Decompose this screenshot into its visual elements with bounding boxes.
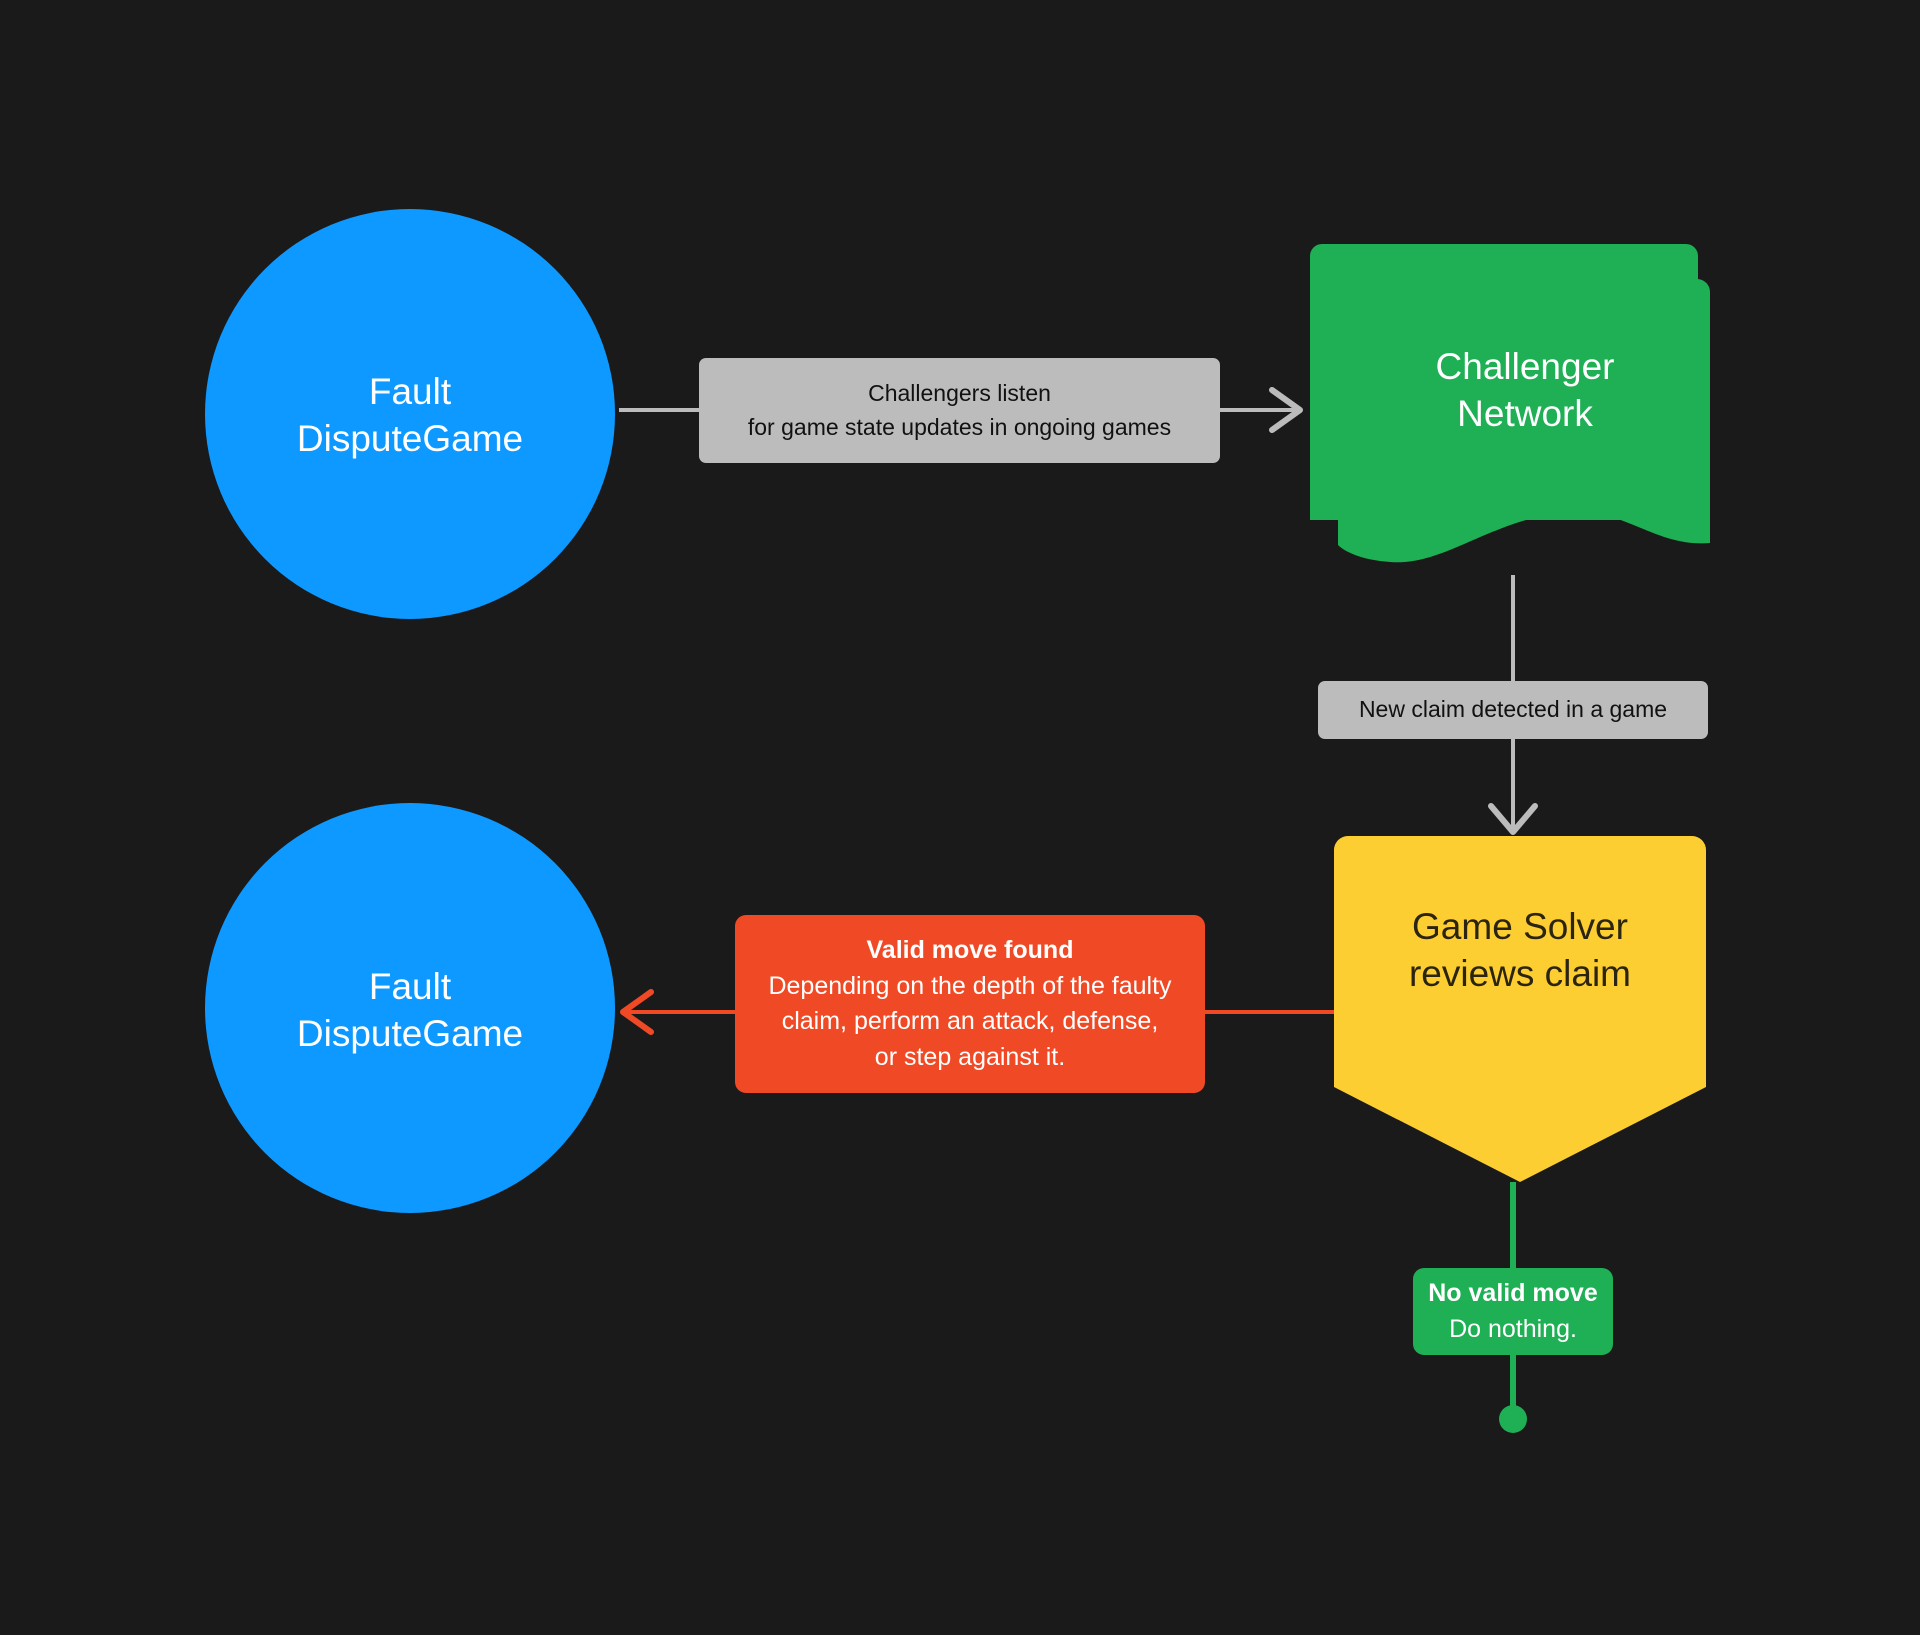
edge-label-challengers-listen[interactable]: Challengers listen for game state update… bbox=[699, 358, 1220, 463]
terminator-dot bbox=[1499, 1405, 1527, 1433]
edge-label-valid-move-found[interactable]: Valid move found Depending on the depth … bbox=[735, 915, 1205, 1093]
edge-label-new-claim[interactable]: New claim detected in a game bbox=[1318, 681, 1708, 739]
edge-label-no-valid-move-line1: Do nothing. bbox=[1449, 1314, 1577, 1343]
node-fault-dispute-game-bottom-shape[interactable] bbox=[205, 803, 615, 1213]
edge-label-valid-move-found-line2: claim, perform an attack, defense, bbox=[781, 1007, 1159, 1035]
edge-label-no-valid-move-title: No valid move bbox=[1428, 1279, 1598, 1307]
edge-label-valid-move-found-line1: Depending on the depth of the faulty bbox=[768, 971, 1172, 1000]
edge-label-challengers-listen-line1: Challengers listen bbox=[868, 379, 1051, 406]
edge-label-valid-move-found-line3: or step against it. bbox=[874, 1042, 1066, 1071]
edge-valid-move-arrowhead bbox=[620, 989, 654, 1035]
node-fault-dispute-game-top-shape[interactable] bbox=[205, 209, 615, 619]
edge-label-challengers-listen-line2: for game state updates in ongoing games bbox=[747, 413, 1172, 440]
edge-new-claim-arrowhead bbox=[1488, 803, 1538, 835]
edge-listen-arrowhead bbox=[1269, 387, 1303, 433]
node-game-solver-shape[interactable] bbox=[1334, 836, 1706, 1182]
node-challenger-network-shape[interactable] bbox=[1338, 279, 1710, 563]
edge-label-new-claim-line1: New claim detected in a game bbox=[1358, 696, 1668, 723]
edge-label-no-valid-move[interactable]: No valid move Do nothing. bbox=[1413, 1268, 1613, 1355]
edge-label-valid-move-found-title: Valid move found bbox=[866, 936, 1074, 964]
